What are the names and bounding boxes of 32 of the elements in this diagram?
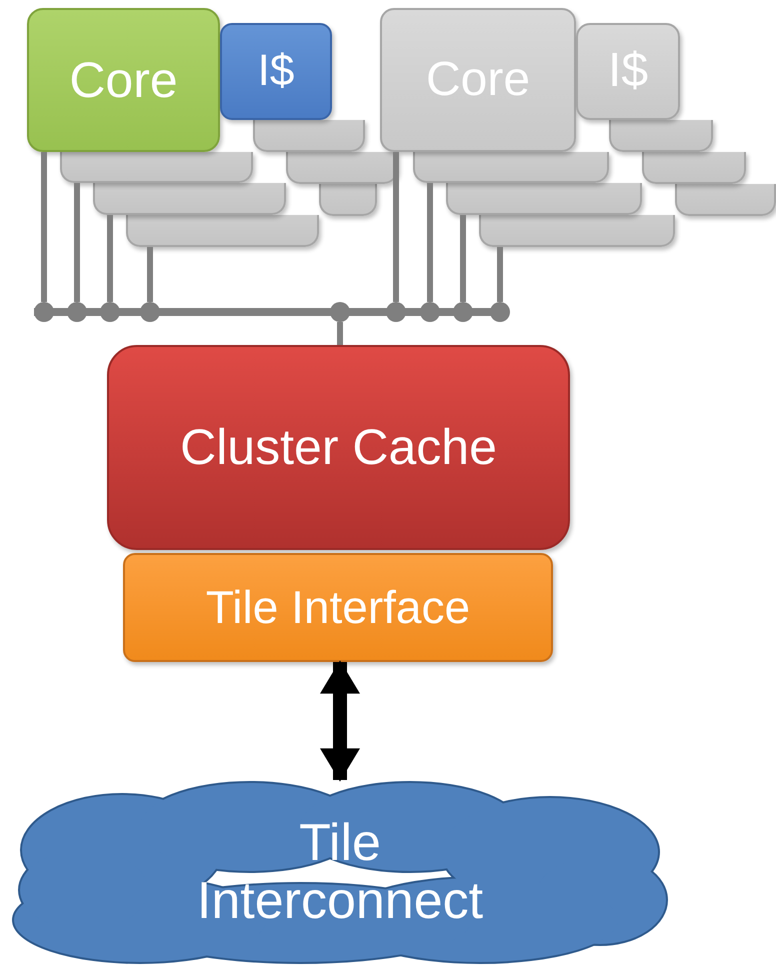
node-label: Cluster Cache [180, 420, 497, 475]
cache-box [107, 345, 570, 550]
core-box [446, 183, 642, 215]
core-box [479, 215, 675, 247]
core-box [126, 215, 319, 247]
cache-box [675, 184, 776, 216]
connector-line [497, 247, 503, 302]
cache-box [609, 120, 713, 152]
node-label: Tile Interface [206, 582, 470, 633]
core-box [93, 183, 286, 215]
cache-box [220, 23, 332, 120]
node-label: I$ [258, 47, 294, 96]
connector-line [427, 183, 433, 302]
core-box [413, 152, 609, 183]
connector-line [41, 152, 47, 302]
cache-box [576, 23, 680, 120]
connector-line [147, 247, 153, 302]
interface-box [123, 553, 553, 662]
connector-line [393, 152, 399, 302]
arrow [320, 660, 360, 782]
node-label: Core [69, 52, 178, 108]
core-box [380, 8, 576, 152]
core-box [60, 152, 253, 183]
core-box [27, 8, 220, 152]
cache-box [642, 152, 746, 184]
node-label: Tile Interconnect [196, 815, 484, 930]
connector-line [107, 215, 113, 302]
connector-line [460, 215, 466, 302]
cache-box [253, 120, 365, 152]
cache-box [319, 184, 377, 216]
connector-line [337, 322, 343, 345]
connector-line [74, 183, 80, 302]
